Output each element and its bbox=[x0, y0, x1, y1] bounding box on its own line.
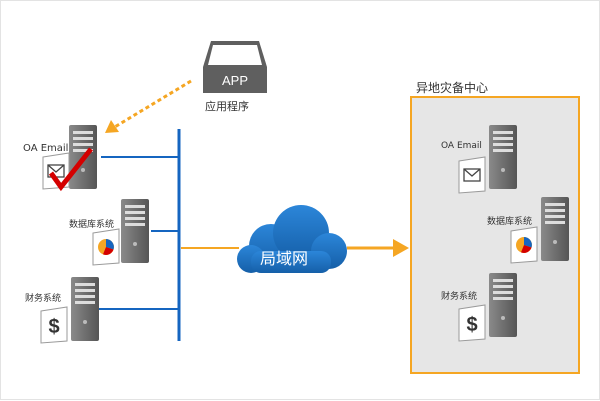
email-icon bbox=[463, 168, 481, 182]
lan-label: 局域网 bbox=[260, 249, 309, 268]
pie-chart-icon bbox=[98, 239, 114, 255]
app-label: 应用程序 bbox=[205, 100, 249, 113]
lan-cloud-icon bbox=[237, 205, 347, 273]
backup-server-oa-email bbox=[489, 125, 517, 189]
oa-email-label: OA Email bbox=[23, 143, 69, 154]
backup-oa-email-label: OA Email bbox=[441, 141, 482, 151]
finance-label: 财务系统 bbox=[25, 294, 62, 304]
dr-center-title: 异地灾备中心 bbox=[416, 81, 489, 95]
server-finance bbox=[71, 277, 99, 341]
replication-arrowhead bbox=[393, 239, 409, 257]
backup-oa-email-card bbox=[458, 156, 486, 194]
backup-database-card bbox=[510, 226, 538, 264]
backup-finance-label: 财务系统 bbox=[441, 292, 478, 302]
app-tray-icon bbox=[203, 41, 267, 93]
backup-finance-card: $ bbox=[458, 304, 486, 342]
app-button-text: APP bbox=[221, 73, 248, 88]
app-flow-line bbox=[112, 79, 192, 130]
app-flow-arrowhead bbox=[105, 120, 119, 133]
backup-server-finance bbox=[489, 273, 517, 337]
dollar-icon: $ bbox=[466, 314, 477, 336]
red-check-icon bbox=[48, 147, 93, 192]
pie-chart-icon bbox=[516, 237, 532, 253]
database-label: 数据库系统 bbox=[69, 220, 115, 230]
finance-card: $ bbox=[40, 306, 68, 344]
dollar-icon: $ bbox=[48, 316, 59, 338]
backup-server-database bbox=[541, 197, 569, 261]
server-database bbox=[121, 199, 149, 263]
database-card bbox=[92, 228, 120, 266]
backup-database-label: 数据库系统 bbox=[487, 217, 533, 227]
